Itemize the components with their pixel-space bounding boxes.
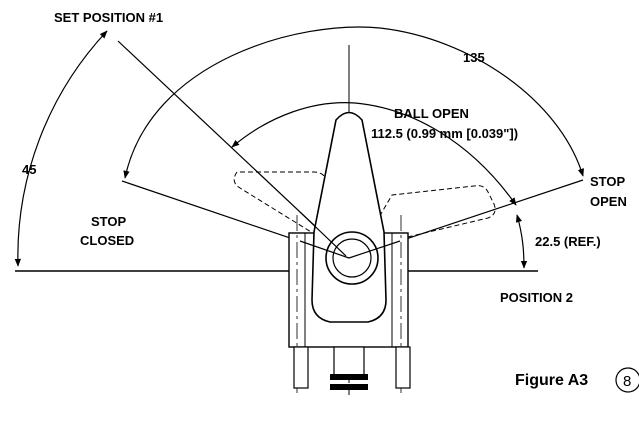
arc-135-dimension — [123, 26, 584, 179]
stop-open-label-line2: OPEN — [590, 194, 627, 209]
valve-handle — [311, 111, 387, 323]
position-2-label: POSITION 2 — [500, 290, 573, 305]
closed-line-overlay — [299, 240, 350, 259]
arc-45-dimension — [14, 30, 108, 267]
stem-neck — [333, 346, 365, 376]
figure-caption: Figure A3 — [515, 372, 588, 389]
open-line-overlay — [348, 240, 401, 259]
angle-45-label: 45 — [22, 162, 36, 177]
stud-left — [293, 346, 309, 389]
figure-number: 8 — [623, 373, 631, 390]
set-position-label: SET POSITION #1 — [54, 10, 163, 25]
pivot-inner-ring — [332, 238, 372, 278]
stud-right — [395, 346, 411, 389]
arc-22-5-dimension — [515, 214, 528, 269]
arc-ball-open-dimension — [231, 102, 517, 206]
stop-closed-label-line2: CLOSED — [80, 233, 134, 248]
ref-angle-label: 22.5 (REF.) — [535, 234, 601, 249]
stem-ring-2 — [330, 384, 368, 390]
ball-open-value-label: 112.5 (0.99 mm [0.039"]) — [371, 126, 518, 141]
set-line-overlay — [299, 211, 347, 257]
stop-closed-label-line1: STOP — [91, 214, 126, 229]
stem-ring-1 — [330, 374, 368, 380]
ball-open-label: BALL OPEN — [394, 106, 469, 121]
angle-135-label: 135 — [463, 50, 485, 65]
stop-open-label-line1: STOP — [590, 174, 625, 189]
figure-number-circle — [615, 367, 639, 393]
